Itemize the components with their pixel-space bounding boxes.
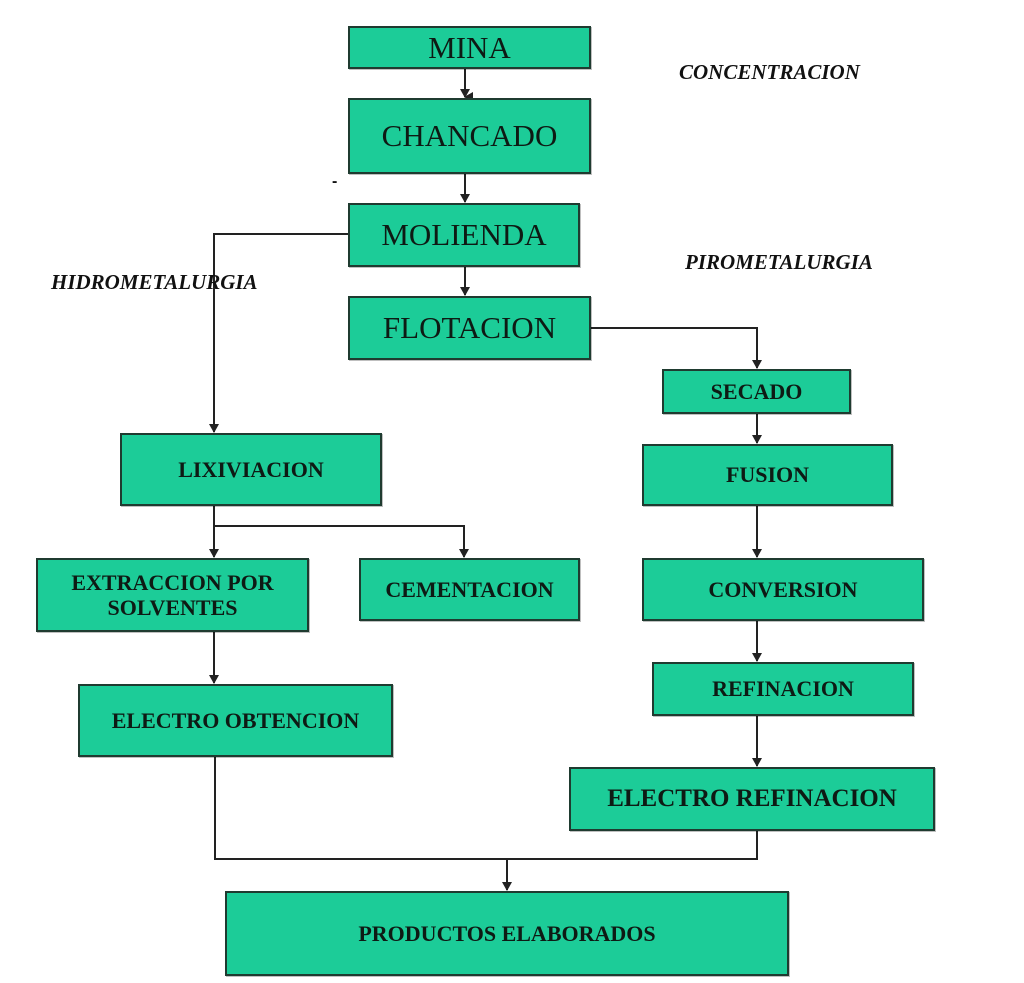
edge-lixiviacion-cementacion [214,525,465,557]
arrowhead-chancado [460,89,470,98]
node-mina-text: MINA [428,29,511,65]
node-cementacion: CEMENTACION [359,558,580,621]
node-molienda-text: MOLIENDA [381,217,547,253]
arrowhead-flotacion [460,287,470,296]
arrowhead-refinacion [752,653,762,662]
node-flotacion-text: FLOTACION [382,310,557,346]
arrowhead-productos [502,882,512,891]
node-fusion: FUSION [642,444,893,506]
node-cementacion-text: CEMENTACION [385,576,554,602]
node-electro-obtencion: ELECTRO OBTENCION [78,684,393,757]
node-mina: MINA [348,26,591,69]
node-lixiviacion: LIXIVIACION [120,433,382,506]
arrowhead-extraccion [209,549,219,558]
arrowhead-molienda [460,194,470,203]
arrowhead-conversion [752,549,762,558]
arrowhead-electro-refinacion [752,758,762,767]
arrowhead-fusion [752,435,762,444]
arrowhead-electro-obtencion [209,675,219,684]
node-secado-text: SECADO [710,378,803,404]
arrowhead-cementacion [459,549,469,558]
node-electro-obtencion-text: ELECTRO OBTENCION [111,707,360,733]
node-productos-elaborados: PRODUCTOS ELABORADOS [225,891,789,976]
edge-flotacion-secado [591,327,758,368]
label-concentracion: CONCENTRACION [679,60,860,84]
node-refinacion-text: REFINACION [712,676,854,702]
node-fusion-text: FUSION [725,462,810,488]
arrowhead-secado [752,360,762,369]
node-electro-refinacion: ELECTRO REFINACION [569,767,935,831]
label-pirometalurgia: PIROMETALURGIA [685,250,873,274]
stray-dash-mark: - [332,173,338,190]
node-chancado: CHANCADO [348,98,591,174]
node-productos-elaborados-text: PRODUCTOS ELABORADOS [358,920,656,946]
edge-molienda-lixiviacion [213,233,349,432]
arrowhead-lixiviacion [209,424,219,433]
node-secado: SECADO [662,369,851,414]
node-lixiviacion-text: LIXIVIACION [178,456,324,482]
node-conversion-text: CONVERSION [708,576,858,602]
node-flotacion: FLOTACION [348,296,591,360]
node-refinacion: REFINACION [652,662,914,716]
node-chancado-text: CHANCADO [381,118,558,154]
label-hidrometalurgia: HIDROMETALURGIA [51,270,258,294]
edge-electro-obtencion-productos [214,756,758,860]
node-conversion: CONVERSION [642,558,924,621]
node-extraccion-por-solventes: EXTRACCION POR SOLVENTES [36,558,309,632]
node-electro-refinacion-text: ELECTRO REFINACION [607,784,897,812]
node-molienda: MOLIENDA [348,203,580,267]
node-extraccion-text-line1: EXTRACCION POR [71,569,274,595]
node-extraccion-text-line2: SOLVENTES [107,595,238,620]
